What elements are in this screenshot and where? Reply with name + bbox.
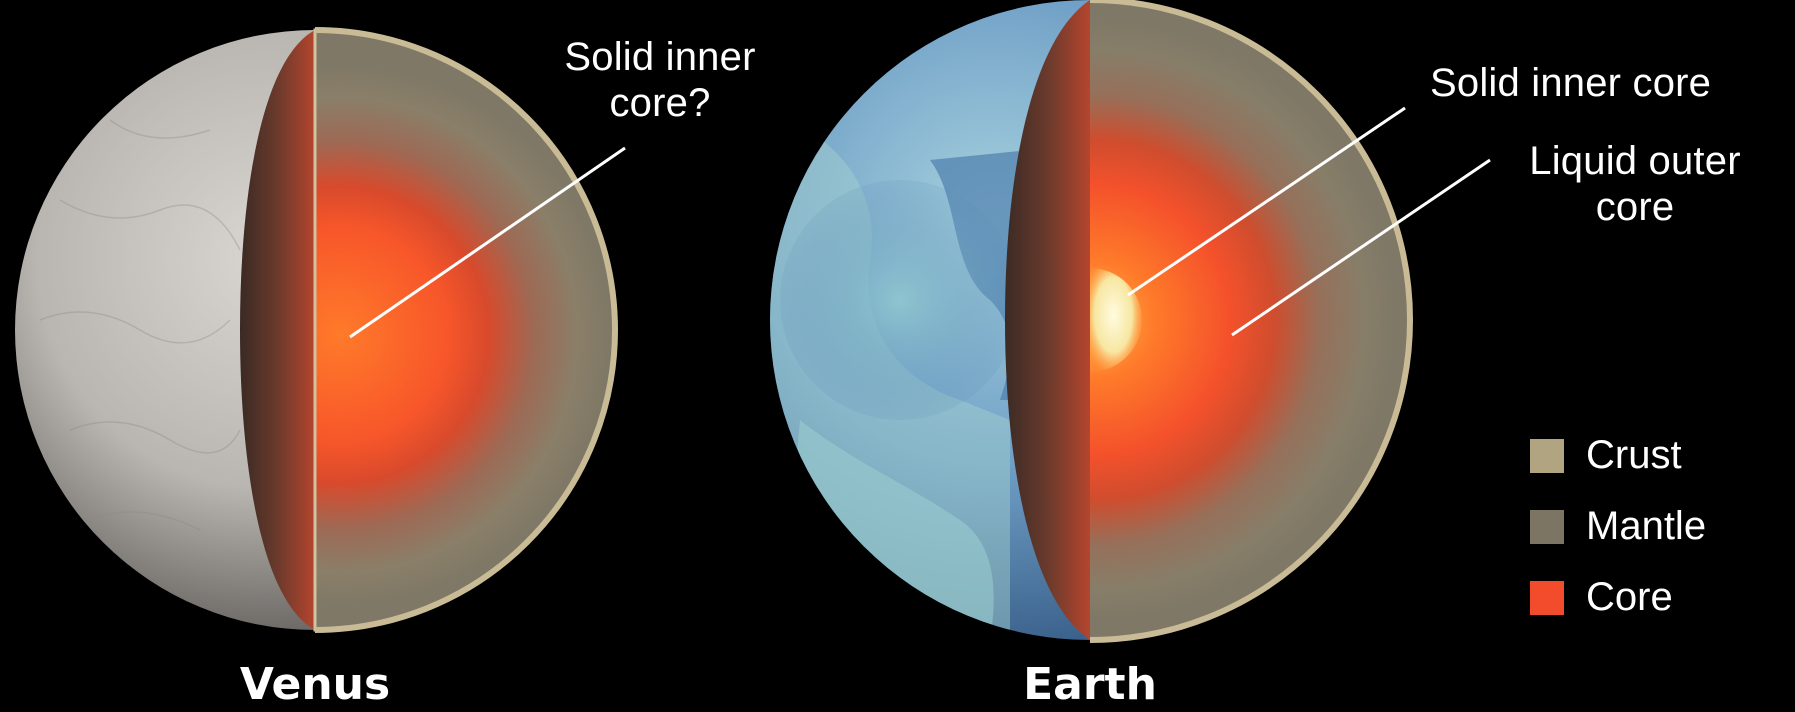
earth-outer-core-label-line-2: core <box>1595 185 1675 229</box>
venus-core-label-line-1: Solid inner <box>564 35 756 79</box>
legend-item-crust: Crust <box>1530 420 1706 491</box>
earth-cutaway <box>770 0 1413 643</box>
legend-item-mantle: Mantle <box>1530 491 1706 562</box>
earth-name: Earth <box>1023 659 1157 710</box>
legend: Crust Mantle Core <box>1530 420 1706 633</box>
earth-outer-leader-line <box>1231 158 1491 337</box>
earth-inner-leader-line <box>1127 106 1406 297</box>
earth-outer-core-label: Liquid outer core <box>1505 138 1765 230</box>
venus-name: Venus <box>239 659 391 710</box>
core-swatch <box>1530 580 1564 615</box>
earth-outer-core-label-line-1: Liquid outer <box>1529 139 1741 183</box>
mantle-swatch <box>1530 509 1564 544</box>
crust-swatch <box>1530 438 1564 473</box>
venus-leader-line <box>349 146 626 339</box>
venus-cutaway <box>15 27 618 633</box>
legend-label: Crust <box>1586 433 1682 477</box>
venus-core-label: Solid inner core? <box>545 34 775 126</box>
legend-label: Mantle <box>1586 504 1707 548</box>
legend-label: Core <box>1586 575 1673 619</box>
venus-core-label-line-2: core? <box>609 81 711 125</box>
legend-item-core: Core <box>1530 562 1706 633</box>
earth-inner-core-label: Solid inner core <box>1430 61 1712 105</box>
